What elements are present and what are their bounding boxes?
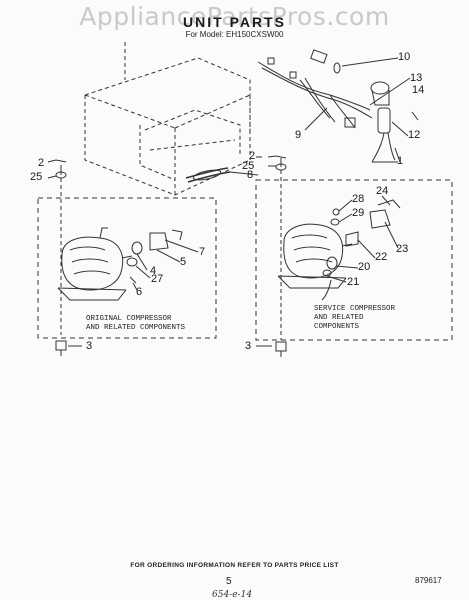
original-compressor	[57, 227, 133, 301]
watermark: AppliancePartsPros.com	[79, 2, 390, 31]
callout-3-left: 3	[86, 340, 93, 352]
callout-25-right: 25	[242, 160, 255, 172]
callout-27: 27	[151, 273, 164, 285]
callout-4: 4	[150, 265, 157, 277]
wiring-harness	[257, 49, 373, 129]
callout-1: 1	[397, 155, 404, 167]
callout-5: 5	[180, 256, 187, 268]
callout-2-left: 2	[38, 157, 45, 169]
callout-3-right: 3	[245, 340, 252, 352]
service-relay-parts	[321, 199, 401, 301]
original-relay-parts	[126, 229, 183, 284]
callout-22: 22	[375, 251, 388, 263]
service-caption-line-2: AND RELATED	[314, 314, 364, 322]
model-number: For Model: EH150CXSW00	[185, 30, 284, 39]
cabinet-housing	[84, 42, 251, 196]
callout-7: 7	[199, 246, 206, 258]
page-number: 5	[226, 576, 232, 587]
callout-21: 21	[347, 276, 360, 288]
callout-13: 13	[410, 72, 423, 84]
callout-14: 14	[412, 84, 425, 96]
part-14-screw	[411, 111, 419, 121]
service-compressor	[277, 223, 353, 289]
callout-6: 6	[136, 286, 143, 298]
handwritten-note: 654-e-14	[212, 590, 253, 600]
callout-25-left: 25	[30, 171, 43, 183]
callout-28: 28	[352, 193, 365, 205]
callout-9: 9	[295, 129, 302, 141]
service-caption-line-3: COMPONENTS	[314, 323, 360, 331]
callout-2-right: 2	[249, 150, 256, 162]
original-compressor-panel	[37, 197, 217, 339]
callout-10: 10	[398, 51, 411, 63]
part-8-filter-drier	[185, 167, 231, 183]
callout-12: 12	[408, 129, 421, 141]
service-compressor-panel	[255, 179, 453, 341]
callout-23: 23	[396, 243, 409, 255]
left-mounting-screw	[55, 340, 67, 356]
part-12-capacitor	[377, 107, 391, 134]
right-fastener-stack	[267, 155, 287, 340]
original-caption-line-1: ORIGINAL COMPRESSOR	[86, 315, 172, 323]
part-10-grommet	[333, 62, 341, 74]
callout-29: 29	[352, 207, 365, 219]
document-number: 879617	[415, 576, 442, 585]
callout-8: 8	[247, 169, 254, 181]
diagram-title: UNIT PARTS	[183, 14, 286, 30]
service-caption-line-1: SERVICE COMPRESSOR	[314, 305, 396, 313]
callout-24: 24	[376, 185, 389, 197]
ordering-note: FOR ORDERING INFORMATION REFER TO PARTS …	[130, 562, 339, 569]
callout-20: 20	[358, 261, 371, 273]
right-mounting-screw	[275, 341, 287, 357]
part-13-relay-cover	[370, 81, 390, 106]
original-caption-line-2: AND RELATED COMPONENTS	[86, 324, 186, 332]
left-fastener-stack	[47, 159, 67, 335]
